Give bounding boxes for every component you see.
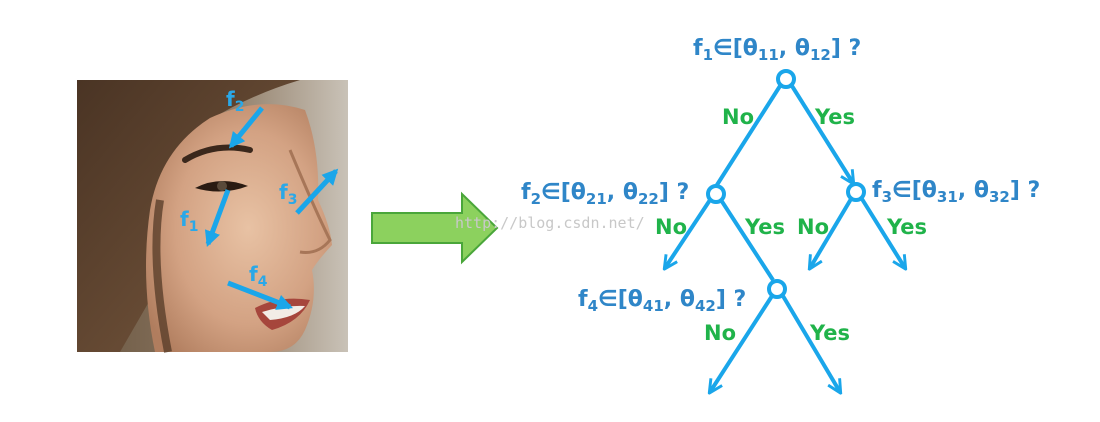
node-label-n1: f1∈[θ11, θ12] ? — [693, 36, 861, 64]
edge-n1-n2 — [713, 84, 782, 190]
f3-arrow — [295, 168, 339, 215]
face-label-f1: f1 — [180, 207, 198, 235]
edge-n3-leaf-no — [810, 197, 853, 268]
face-label-f3: f3 — [279, 180, 297, 208]
edge-n2-n4 — [719, 198, 775, 282]
branch-label-n4-no: No — [704, 321, 736, 345]
face-photo — [77, 80, 348, 353]
f1-arrow — [204, 189, 231, 248]
node-labels: f1∈[θ11, θ12] ? f2∈[θ21, θ22] ? f3∈[θ31,… — [521, 36, 1040, 315]
branch-label-n1-no: No — [722, 105, 754, 129]
face-feature-labels: f2 f1 f3 f4 — [180, 87, 297, 290]
node-label-n4: f4∈[θ41, θ42] ? — [578, 287, 746, 315]
branch-label-n2-yes: Yes — [744, 215, 785, 239]
edge-n4-leaf-no — [710, 294, 774, 392]
face-label-f2: f2 — [226, 87, 244, 115]
f2-arrow — [228, 106, 264, 149]
face-label-f4: f4 — [249, 262, 268, 290]
tree-node-n3 — [846, 182, 866, 202]
tree-node-n4 — [767, 279, 787, 299]
edge-n3-leaf-yes — [860, 197, 905, 268]
node-label-n2: f2∈[θ21, θ22] ? — [521, 180, 689, 208]
watermark-text: http://blog.csdn.net/ — [455, 214, 645, 232]
branch-label-n2-no: No — [655, 215, 687, 239]
branch-label-n1-yes: Yes — [814, 105, 855, 129]
edge-n4-leaf-yes — [781, 294, 840, 392]
node-label-n3: f3∈[θ31, θ32] ? — [872, 178, 1040, 206]
branch-label-n3-yes: Yes — [886, 215, 927, 239]
branch-label-n3-no: No — [797, 215, 829, 239]
branch-labels: No Yes No Yes No Yes No Yes — [655, 105, 927, 345]
edge-n1-n3 — [790, 84, 853, 183]
f4-arrow — [227, 280, 293, 310]
branch-label-n4-yes: Yes — [809, 321, 850, 345]
edge-n2-leaf-no — [665, 198, 712, 268]
tree-nodes — [706, 69, 866, 299]
tree-node-n2 — [706, 184, 726, 204]
big-right-arrow — [371, 191, 499, 265]
face-feature-arrows — [204, 106, 339, 310]
tree-edges — [665, 84, 905, 392]
tree-node-n1 — [776, 69, 796, 89]
